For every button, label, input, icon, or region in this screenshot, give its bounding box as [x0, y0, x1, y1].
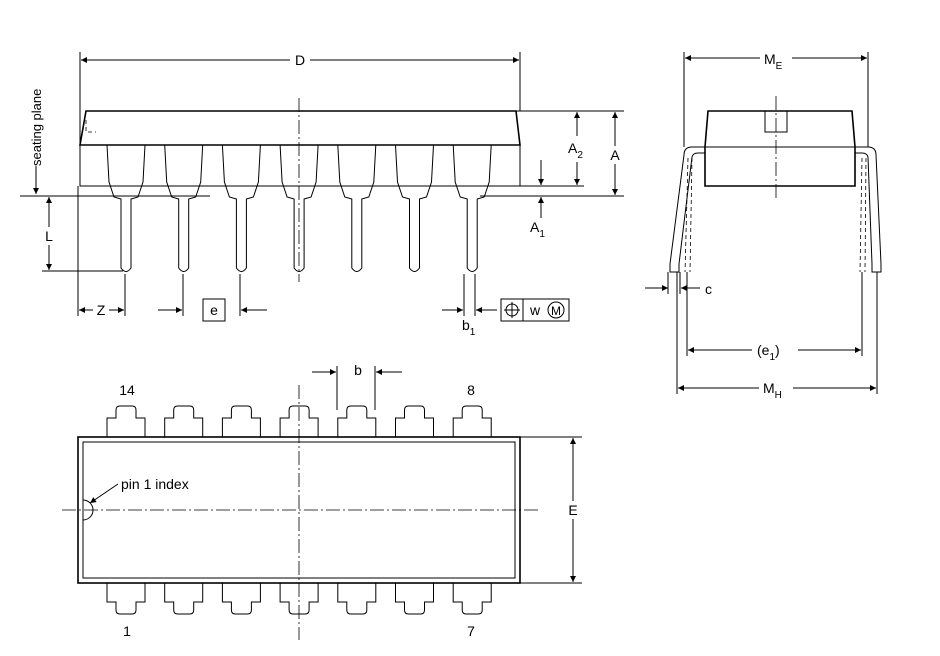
- dim-e-basic-box: [202, 298, 226, 322]
- end-body: [704, 110, 856, 187]
- position-tolerance-frame: w M: [500, 298, 570, 322]
- tolerance-w-label: w: [529, 302, 541, 318]
- dim-A-label: A: [610, 147, 620, 163]
- top-view: pin 1 index b E 14 8 1 7: [62, 362, 582, 640]
- side-pin: [337, 144, 377, 272]
- top-pin-lower: [452, 583, 492, 615]
- pin1-index-label: pin 1 index: [121, 476, 189, 492]
- dim-A1-label: A1: [530, 219, 545, 240]
- top-pin-upper: [221, 405, 261, 437]
- top-pin-upper: [106, 405, 146, 437]
- side-body-upper: [79, 110, 521, 146]
- top-pins: [106, 405, 492, 615]
- pin-number-8: 8: [467, 382, 475, 398]
- end-view: ME c (e1) MH: [645, 48, 882, 401]
- dim-D-label: D: [295, 52, 305, 68]
- dim-b1-label: b1: [462, 317, 476, 338]
- end-lead-right: [855, 146, 882, 273]
- side-pin: [452, 144, 492, 272]
- dim-ME-label: ME: [764, 51, 783, 72]
- pin-number-7: 7: [467, 623, 475, 639]
- pin-number-14: 14: [119, 382, 135, 398]
- dim-c-label: c: [705, 281, 712, 297]
- top-pin-upper: [279, 405, 319, 437]
- dim-Z-label: Z: [97, 302, 106, 318]
- side-body-lower: [79, 145, 521, 187]
- side-pin1-notch: [85, 120, 96, 133]
- side-pin: [221, 144, 261, 272]
- dim-MH-label: MH: [763, 380, 782, 401]
- side-view: seating plane D A2 A A1 L Z: [20, 50, 624, 338]
- dim-e-label: e: [210, 302, 218, 318]
- dim-e1-label: (e1): [757, 342, 780, 363]
- side-pin: [164, 144, 204, 272]
- dim-E-label: E: [568, 502, 577, 518]
- top-pin-lower: [106, 583, 146, 615]
- dim-L-label: L: [45, 228, 53, 244]
- target-crosshair-icon: [504, 302, 520, 318]
- top-pin-upper: [395, 405, 434, 437]
- seating-plane-label: seating plane: [29, 89, 44, 166]
- top-pin-lower: [164, 583, 204, 615]
- top-pin-lower: [395, 583, 434, 615]
- top-pin-upper: [337, 405, 377, 437]
- top-pin-upper: [452, 405, 492, 437]
- top-pin-lower: [337, 583, 377, 615]
- top-pin-upper: [164, 405, 204, 437]
- pin-number-1: 1: [123, 623, 131, 639]
- side-pin: [395, 144, 434, 272]
- side-pins: [106, 144, 492, 272]
- end-lead-left: [669, 146, 705, 273]
- dim-A2-label: A2: [568, 140, 583, 161]
- side-pin: [106, 144, 146, 272]
- side-pin: [279, 144, 319, 272]
- pin1-index-leader: [89, 483, 119, 504]
- circled-M-icon: M: [547, 301, 565, 319]
- svg-text:M: M: [551, 304, 561, 318]
- dim-b-label: b: [354, 362, 362, 378]
- pin1-index-mark: [82, 499, 94, 521]
- top-pin-lower: [221, 583, 261, 615]
